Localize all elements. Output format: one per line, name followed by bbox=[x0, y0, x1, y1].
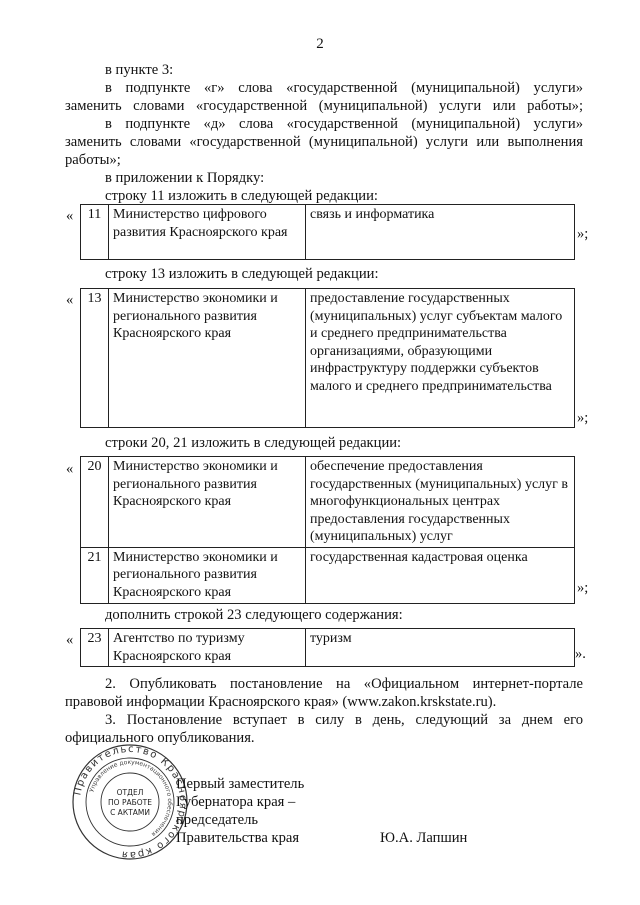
row-number: 13 bbox=[80, 288, 109, 428]
quote-open: « bbox=[66, 208, 74, 224]
row-number: 21 bbox=[80, 546, 109, 604]
row-organization: Министерство цифрового развития Краснояр… bbox=[108, 204, 306, 260]
table-row-11: 11 Министерство цифрового развития Красн… bbox=[80, 204, 575, 260]
quote-close: »; bbox=[577, 410, 589, 426]
table-row-23: 23 Агентство по туризму Красноярского кр… bbox=[80, 628, 575, 667]
table-row: 23 Агентство по туризму Красноярского кр… bbox=[80, 628, 575, 667]
table-row: 21 Министерство экономики и региональног… bbox=[80, 546, 575, 604]
row-organization: Министерство экономики и регионального р… bbox=[108, 546, 306, 604]
row-organization: Министерство экономики и регионального р… bbox=[108, 288, 306, 428]
signatory-name: Ю.А. Лапшин bbox=[380, 830, 468, 846]
quote-close: »; bbox=[577, 226, 589, 242]
quote-open: « bbox=[66, 632, 74, 648]
table-row: 13 Министерство экономики и региональног… bbox=[80, 288, 575, 428]
label-row-23: дополнить строкой 23 следующего содержан… bbox=[105, 607, 403, 623]
signature-title-3: председатель bbox=[176, 812, 259, 828]
quote-open: « bbox=[66, 461, 74, 477]
label-row-13: строку 13 изложить в следующей редакции: bbox=[105, 266, 379, 282]
row-number: 11 bbox=[80, 204, 109, 260]
page-number: 2 bbox=[316, 36, 324, 52]
row-scope: туризм bbox=[305, 628, 575, 667]
quote-open: « bbox=[66, 292, 74, 308]
signature-title-4: Правительства края bbox=[176, 830, 300, 846]
intro-paragraph-4: в приложении к Порядку: bbox=[105, 170, 265, 186]
intro-paragraph-5: строку 11 изложить в следующей редакции: bbox=[105, 188, 378, 204]
row-scope: обеспечение предоставления государственн… bbox=[305, 456, 575, 548]
signature-title-2: Губернатора края – bbox=[176, 794, 296, 810]
row-scope: предоставление государственных (муниципа… bbox=[305, 288, 575, 428]
intro-paragraph-3: в подпункте «д» слова «государственной (… bbox=[65, 116, 583, 168]
label-rows-20-21: строки 20, 21 изложить в следующей редак… bbox=[105, 435, 402, 451]
row-organization: Агентство по туризму Красноярского края bbox=[108, 628, 306, 667]
seal-center-line-1: ОТДЕЛ bbox=[117, 788, 144, 797]
quote-close: »; bbox=[577, 580, 589, 596]
seal-stamp: Правительство Красноярского края Управле… bbox=[72, 744, 188, 860]
table-rows-20-21: 20 Министерство экономики и региональног… bbox=[80, 456, 575, 604]
intro-paragraph-1: в пункте 3: bbox=[105, 62, 174, 78]
table-row: 20 Министерство экономики и региональног… bbox=[80, 456, 575, 548]
seal-center-line-3: С АКТАМИ bbox=[110, 808, 150, 817]
row-number: 20 bbox=[80, 456, 109, 548]
signature-title-1: Первый заместитель bbox=[176, 776, 305, 792]
quote-close: ». bbox=[575, 646, 586, 662]
row-scope: государственная кадастровая оценка bbox=[305, 546, 575, 604]
table-row: 11 Министерство цифрового развития Красн… bbox=[80, 204, 575, 260]
seal-center-line-2: ПО РАБОТЕ bbox=[108, 798, 152, 807]
row-number: 23 bbox=[80, 628, 109, 667]
point-3: 3. Постановление вступает в силу в день,… bbox=[65, 712, 583, 746]
point-2: 2. Опубликовать постановление на «Официа… bbox=[65, 676, 583, 710]
row-scope: связь и информатика bbox=[305, 204, 575, 260]
intro-paragraph-2: в подпункте «г» слова «государственной (… bbox=[65, 80, 583, 114]
row-organization: Министерство экономики и регионального р… bbox=[108, 456, 306, 548]
table-row-13: 13 Министерство экономики и региональног… bbox=[80, 288, 575, 428]
